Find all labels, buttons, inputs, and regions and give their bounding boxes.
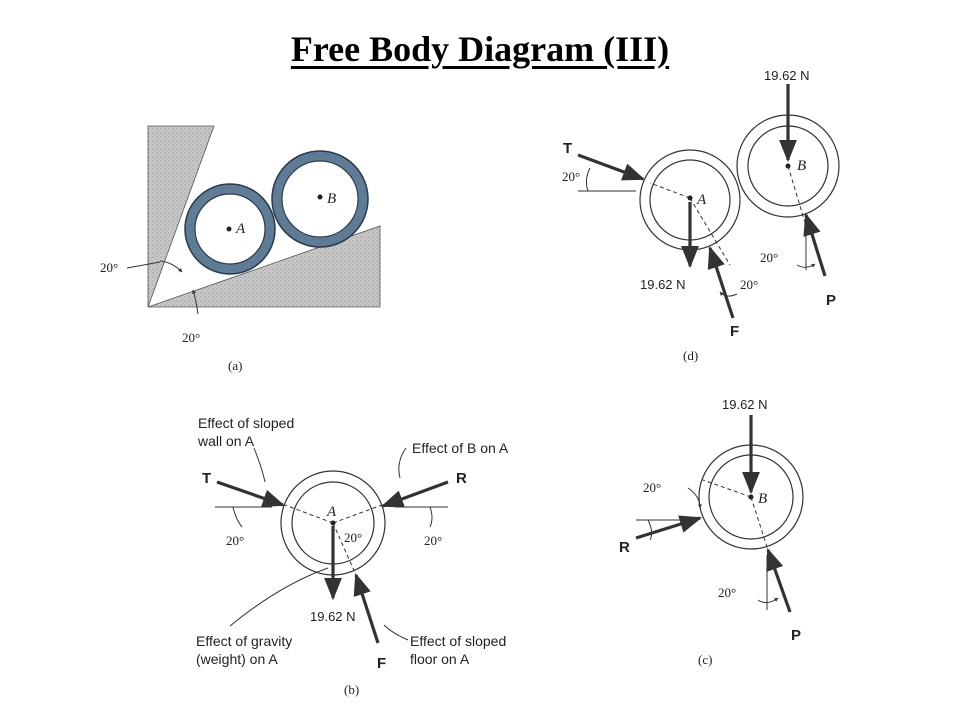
force-p-label: P xyxy=(791,627,801,644)
note-wall-line2: wall on A xyxy=(197,433,255,449)
figure-a: A B 20° 20° (a) xyxy=(100,125,381,373)
leader-floor xyxy=(383,624,409,641)
cylinder-b-label: B xyxy=(327,191,336,207)
angle-wall-label: 20° xyxy=(100,260,118,275)
figure-c: B 19.62 N R 20° P 20° (c) xyxy=(619,397,804,667)
cylinder-a-label: A xyxy=(235,221,246,237)
caption-b: (b) xyxy=(344,682,359,697)
weight-b-label: 19.62 N xyxy=(764,68,810,83)
figure-d: A B T 20° 19.62 N F 20° 19.62 N P 20° (d… xyxy=(562,68,840,363)
center-a-dot xyxy=(226,226,232,232)
force-r-label: R xyxy=(619,539,630,556)
note-floor-line1: Effect of sloped xyxy=(410,633,506,649)
force-t-label: T xyxy=(202,470,211,487)
force-r-arrow xyxy=(380,480,449,508)
force-t-arrow xyxy=(577,153,646,181)
angle-center-label: 20° xyxy=(344,530,362,545)
leader-b-on-a xyxy=(398,447,407,479)
note-b-on-a: Effect of B on A xyxy=(412,440,509,456)
weight-label: 19.62 N xyxy=(722,397,768,412)
cylinder-b-label: B xyxy=(797,158,806,174)
cylinder-b-label: B xyxy=(758,491,767,507)
cylinder-a-label: A xyxy=(326,504,337,520)
force-p-arrow xyxy=(803,212,827,277)
angle-r-label: 20° xyxy=(643,480,661,495)
angle-floor-label: 20° xyxy=(182,330,200,345)
angle-arc-floor xyxy=(192,289,199,315)
caption-c: (c) xyxy=(698,652,712,667)
force-p-label: P xyxy=(826,292,836,309)
figure-b: A T 20° R 20° 20° 19.62 N F Effect of sl… xyxy=(196,415,509,697)
force-f-arrow xyxy=(707,245,735,319)
angle-arc-wall xyxy=(159,260,183,273)
center-b-dot xyxy=(317,194,323,200)
force-t-label: T xyxy=(563,140,572,157)
angle-p-label: 20° xyxy=(760,250,778,265)
note-gravity-line1: Effect of gravity xyxy=(196,633,292,649)
force-r-label: R xyxy=(456,470,467,487)
angle-t-label: 20° xyxy=(562,169,580,184)
angle-t-label: 20° xyxy=(226,533,244,548)
cylinder-a-label: A xyxy=(696,192,707,208)
angle-p-label: 20° xyxy=(718,585,736,600)
angle-r-label: 20° xyxy=(424,533,442,548)
leader-wall xyxy=(253,447,266,483)
caption-d: (d) xyxy=(683,348,698,363)
note-wall-line1: Effect of sloped xyxy=(198,415,294,431)
force-f-arrow xyxy=(353,572,380,644)
note-gravity-line2: (weight) on A xyxy=(196,651,278,667)
force-r-arrow xyxy=(635,515,703,540)
caption-a: (a) xyxy=(228,358,242,373)
force-p-arrow xyxy=(766,547,792,613)
weight-label: 19.62 N xyxy=(310,609,356,624)
leader-gravity xyxy=(229,567,329,627)
slide-title: Free Body Diagram (III) xyxy=(290,29,670,69)
force-f-label: F xyxy=(377,655,386,672)
force-t-arrow xyxy=(216,480,286,507)
note-floor-line2: floor on A xyxy=(410,651,470,667)
weight-a-label: 19.62 N xyxy=(640,277,686,292)
force-f-label: F xyxy=(730,323,739,340)
angle-f-label: 20° xyxy=(740,277,758,292)
